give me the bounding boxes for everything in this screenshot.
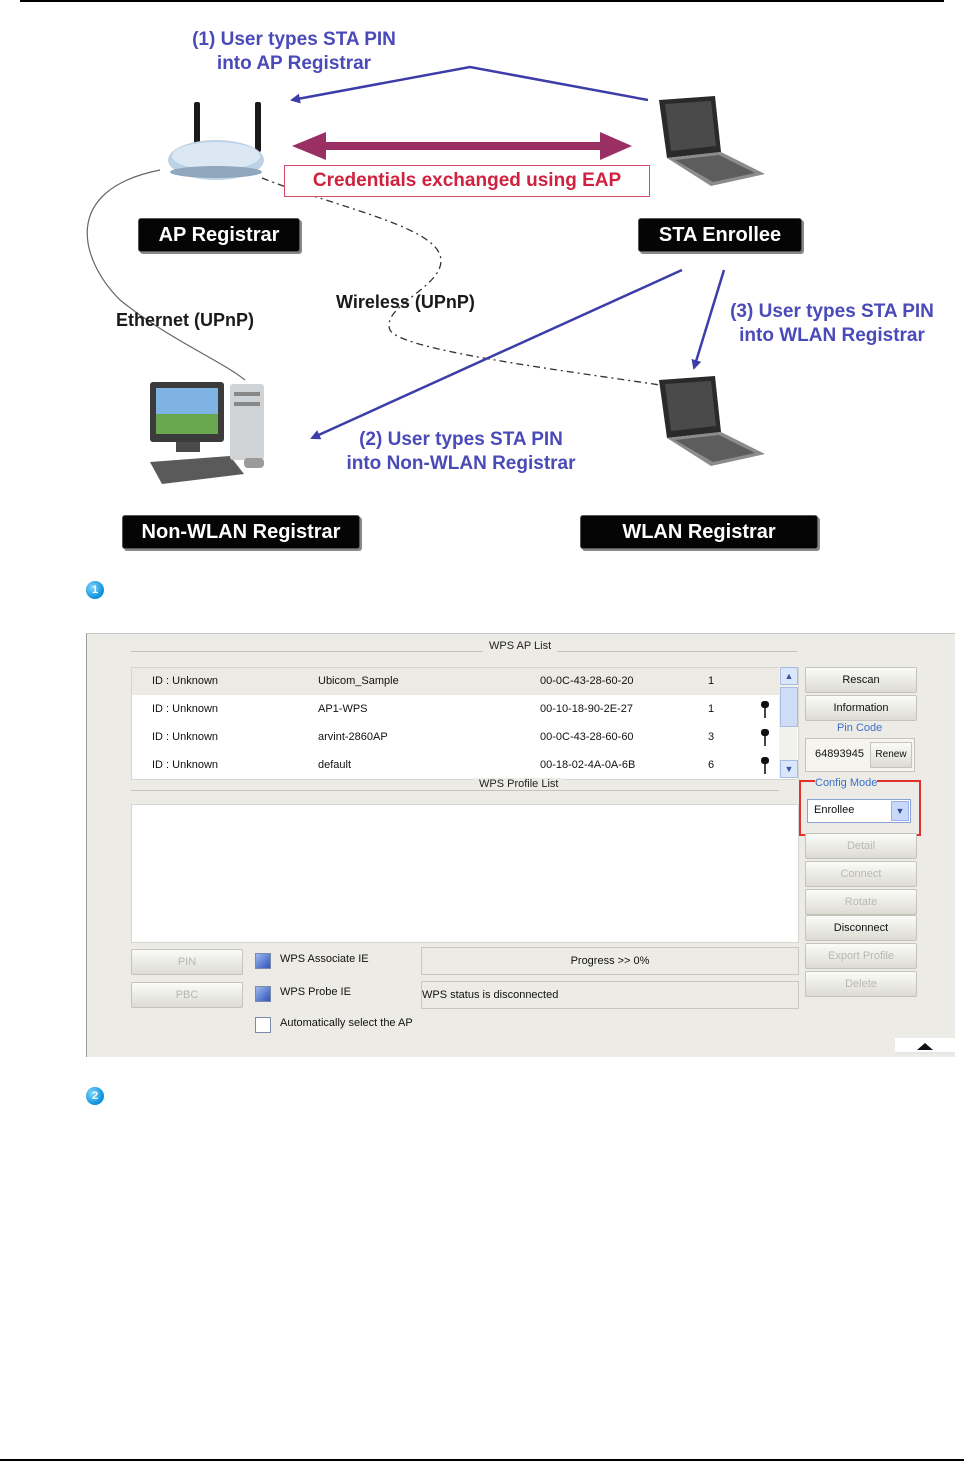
collapse-panel-button[interactable] bbox=[895, 1038, 955, 1054]
wlan-registrar-label: WLAN Registrar bbox=[580, 515, 818, 549]
wps-probe-ie-checkbox[interactable] bbox=[255, 986, 271, 1002]
profile-list-group-line bbox=[131, 790, 779, 791]
lock-icon bbox=[761, 701, 769, 718]
ap-channel: 6 bbox=[708, 759, 715, 771]
ap-registrar-label: AP Registrar bbox=[138, 218, 300, 252]
arrow-step2 bbox=[310, 268, 683, 440]
wireless-label: Wireless (UPnP) bbox=[336, 292, 475, 312]
profile-list-title: WPS Profile List bbox=[473, 778, 565, 790]
scroll-thumb[interactable] bbox=[780, 687, 798, 727]
ap-ssid: Ubicom_Sample bbox=[318, 675, 399, 687]
wps-probe-ie-label: WPS Probe IE bbox=[280, 986, 351, 998]
ap-id: ID : Unknown bbox=[152, 703, 219, 715]
arrow-step3 bbox=[691, 269, 726, 370]
ap-channel: 3 bbox=[708, 731, 715, 743]
ethernet-label: Ethernet (UPnP) bbox=[116, 310, 255, 330]
renew-button[interactable]: Renew bbox=[870, 742, 912, 768]
ap-row[interactable]: ID : Unknown AP1-WPS 00-10-18-90-2E-27 1 bbox=[132, 696, 780, 723]
scroll-up-icon[interactable]: ▲ bbox=[780, 667, 798, 685]
detail-button[interactable]: Detail bbox=[805, 833, 917, 859]
wireless-link bbox=[261, 177, 661, 386]
pin-code-label: Pin Code bbox=[837, 722, 883, 734]
step1-caption: (1) User types STA PIN into AP Registrar bbox=[166, 28, 422, 76]
lock-icon bbox=[761, 729, 769, 746]
status-field: WPS status is disconnected bbox=[421, 981, 799, 1009]
desktop-pc bbox=[150, 382, 264, 484]
disconnect-button[interactable]: Disconnect bbox=[805, 915, 917, 941]
pbc-button[interactable]: PBC bbox=[131, 982, 243, 1008]
wps-associate-ie-label: WPS Associate IE bbox=[280, 953, 369, 965]
step-marker-2: 2 bbox=[86, 1087, 104, 1105]
lock-icon bbox=[761, 757, 769, 774]
step1-caption-line1: (1) User types STA PIN bbox=[192, 29, 396, 50]
step-marker-1: 1 bbox=[86, 581, 104, 599]
ap-list: ID : Unknown Ubicom_Sample 00-0C-43-28-6… bbox=[131, 667, 799, 780]
eap-label: Credentials exchanged using EAP bbox=[284, 165, 650, 197]
step2-caption-line2: into Non-WLAN Registrar bbox=[346, 453, 576, 474]
ap-id: ID : Unknown bbox=[152, 759, 219, 771]
ap-ssid: AP1-WPS bbox=[318, 703, 368, 715]
config-mode-value: Enrollee bbox=[814, 804, 855, 816]
auto-select-ap-checkbox[interactable] bbox=[255, 1017, 271, 1033]
ethernet-cable bbox=[86, 169, 246, 381]
step2-caption-line1: (2) User types STA PIN bbox=[359, 429, 563, 450]
diagram-lines bbox=[86, 65, 765, 484]
ap-bssid: 00-0C-43-28-60-20 bbox=[540, 675, 634, 687]
profile-list[interactable] bbox=[131, 804, 799, 943]
top-rule bbox=[20, 0, 944, 2]
ap-id: ID : Unknown bbox=[152, 675, 219, 687]
auto-select-ap-label: Automatically select the AP bbox=[280, 1017, 413, 1029]
ap-bssid: 00-18-02-4A-0A-6B bbox=[540, 759, 636, 771]
connect-button[interactable]: Connect bbox=[805, 861, 917, 887]
sta-laptop bbox=[659, 96, 765, 186]
wps-associate-ie-checkbox[interactable] bbox=[255, 953, 271, 969]
ap-list-title: WPS AP List bbox=[483, 640, 558, 652]
ap-bssid: 00-10-18-90-2E-27 bbox=[540, 703, 633, 715]
pin-button[interactable]: PIN bbox=[131, 949, 243, 975]
pin-code-value: 64893945 bbox=[815, 748, 864, 760]
access-point-device bbox=[168, 102, 264, 180]
step3-caption-line1: (3) User types STA PIN bbox=[730, 301, 934, 322]
collapse-arrow-icon bbox=[895, 1043, 955, 1054]
ap-row[interactable]: ID : Unknown Ubicom_Sample 00-0C-43-28-6… bbox=[132, 668, 780, 695]
pin-code-box: 64893945 Renew bbox=[805, 738, 915, 772]
step3-caption: (3) User types STA PIN into WLAN Registr… bbox=[712, 300, 952, 348]
ap-channel: 1 bbox=[708, 703, 715, 715]
information-button[interactable]: Information bbox=[805, 695, 917, 721]
export-profile-button[interactable]: Export Profile bbox=[805, 943, 917, 969]
ap-ssid: default bbox=[318, 759, 352, 771]
arrow-step1 bbox=[290, 65, 649, 104]
step3-caption-line2: into WLAN Registrar bbox=[739, 325, 925, 346]
wlan-laptop bbox=[659, 376, 765, 466]
wps-configuration-panel: WPS AP List ID : Unknown Ubicom_Sample 0… bbox=[86, 633, 955, 1057]
ap-channel: 1 bbox=[708, 675, 715, 687]
ap-row[interactable]: ID : Unknown arvint-2860AP 00-0C-43-28-6… bbox=[132, 724, 780, 751]
scroll-down-icon[interactable]: ▼ bbox=[780, 760, 798, 778]
rescan-button[interactable]: Rescan bbox=[805, 667, 917, 693]
config-mode-select[interactable]: Enrollee ▼ bbox=[807, 799, 911, 823]
delete-button[interactable]: Delete bbox=[805, 971, 917, 997]
chevron-down-icon[interactable]: ▼ bbox=[891, 801, 909, 821]
config-mode-label: Config Mode bbox=[815, 777, 878, 789]
ap-ssid: arvint-2860AP bbox=[318, 731, 388, 743]
ap-id: ID : Unknown bbox=[152, 731, 219, 743]
bottom-rule bbox=[0, 1459, 964, 1461]
ap-row[interactable]: ID : Unknown default 00-18-02-4A-0A-6B 6 bbox=[132, 752, 780, 779]
eap-double-arrow bbox=[292, 132, 632, 160]
wps-pin-diagram: (1) User types STA PIN into AP Registrar… bbox=[0, 0, 964, 560]
progress-field: Progress >> 0% bbox=[421, 947, 799, 975]
ap-bssid: 00-0C-43-28-60-60 bbox=[540, 731, 634, 743]
ap-list-scrollbar[interactable]: ▲ ▼ bbox=[779, 667, 798, 778]
rotate-button[interactable]: Rotate bbox=[805, 889, 917, 915]
non-wlan-registrar-label: Non-WLAN Registrar bbox=[122, 515, 360, 549]
ap-list-group-line bbox=[131, 651, 797, 652]
step2-caption: (2) User types STA PIN into Non-WLAN Reg… bbox=[330, 428, 592, 476]
step1-caption-line2: into AP Registrar bbox=[216, 53, 372, 74]
sta-enrollee-label: STA Enrollee bbox=[638, 218, 802, 252]
